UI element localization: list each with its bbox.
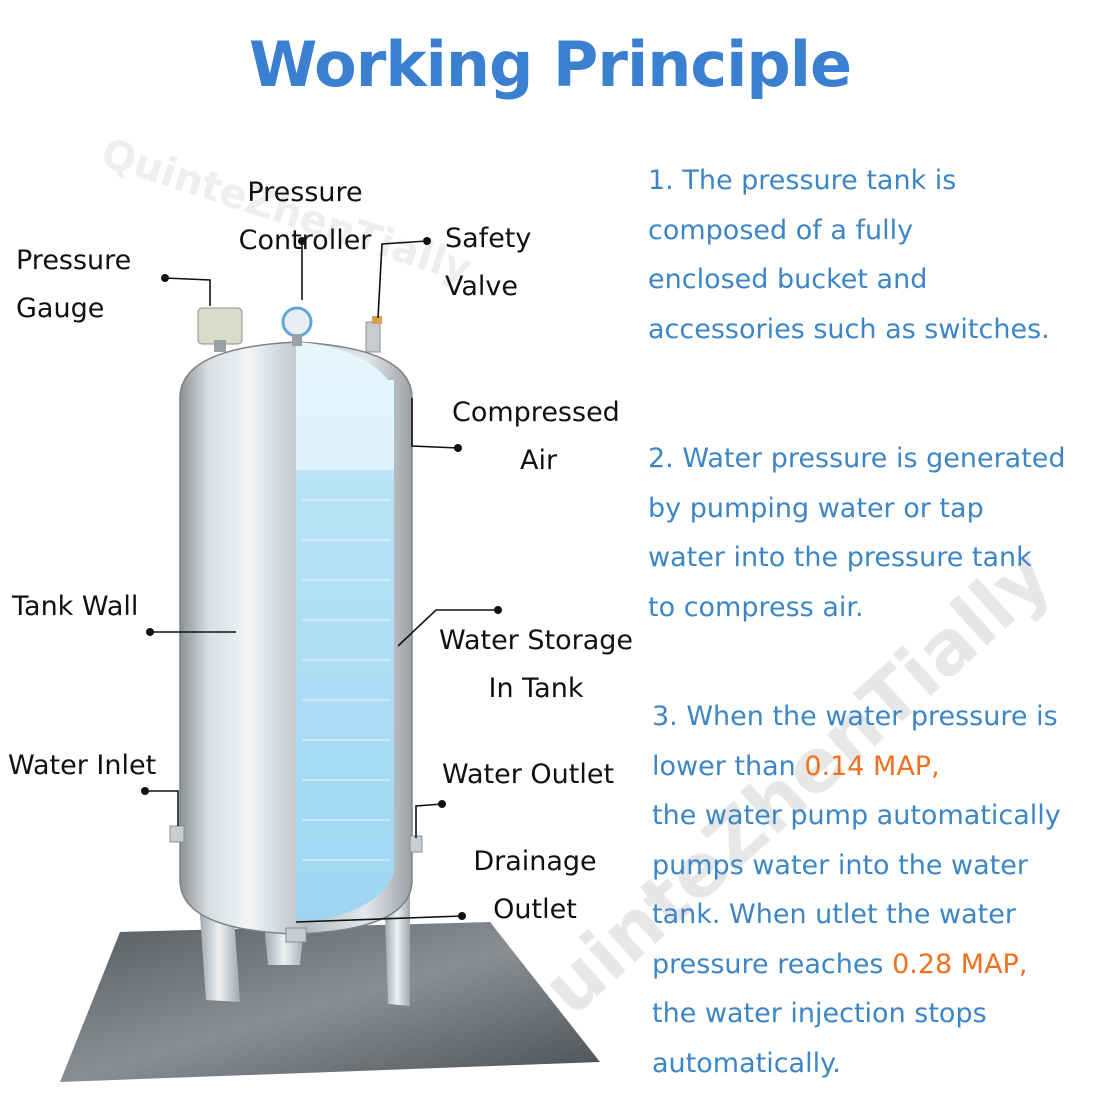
leader-dot xyxy=(298,237,306,245)
label-pressure-gauge: Pressure Gauge xyxy=(16,245,132,324)
label-water-storage: Water Storage In Tank xyxy=(438,625,634,704)
leader-water-storage xyxy=(397,609,498,647)
leader-dot xyxy=(141,787,149,795)
drainage-outlet-pipe xyxy=(285,927,307,943)
pressure-controller-icon xyxy=(281,306,313,338)
leader-water-outlet xyxy=(415,803,443,838)
pressure-controller-stem xyxy=(292,334,302,346)
leader-dot xyxy=(454,444,462,452)
base-plate xyxy=(60,922,600,1082)
description-3: 3. When the water pressure is lower than… xyxy=(652,701,1061,1079)
water-section xyxy=(296,342,394,922)
pressure-gauge-icon xyxy=(197,307,243,345)
leader-drainage-outlet xyxy=(295,915,463,923)
leader-pressure-gauge xyxy=(164,277,211,306)
label-water-outlet: Water Outlet xyxy=(442,759,615,790)
description-1: 1. The pressure tank is composed of a fu… xyxy=(648,165,1050,345)
leader-safety-valve xyxy=(377,240,428,319)
leader-dot xyxy=(146,628,154,636)
label-tank-wall: Tank Wall xyxy=(12,591,139,622)
compressed-air-region xyxy=(296,342,394,470)
water-ripples xyxy=(302,499,390,861)
description-2: 2. Water pressure is generated by pumpin… xyxy=(648,443,1066,623)
leader-dot xyxy=(161,274,169,282)
water-inlet-pipe xyxy=(169,825,185,843)
label-water-inlet: Water Inlet xyxy=(8,750,157,781)
safety-valve-cap xyxy=(372,316,382,324)
leader-dot xyxy=(494,606,502,614)
leader-dot xyxy=(438,800,446,808)
label-pressure-controller: Pressure Controller xyxy=(238,177,372,256)
page-title: Working Principle xyxy=(248,28,852,101)
leader-compressed-air xyxy=(411,398,459,449)
label-compressed-air: Compressed Air xyxy=(452,397,620,476)
leader-dot xyxy=(423,237,431,245)
leader-dot xyxy=(458,912,466,920)
label-safety-valve: Safety Valve xyxy=(445,223,532,302)
label-drainage-outlet: Drainage Outlet xyxy=(473,846,597,925)
leader-water-inlet xyxy=(145,790,179,826)
water-outlet-pipe xyxy=(409,835,423,853)
pressure-gauge-stem xyxy=(214,340,226,352)
pressure-low-value: 0.14 MAP, xyxy=(804,750,940,782)
safety-valve-icon xyxy=(365,321,381,353)
pressure-high-value: 0.28 MAP, xyxy=(892,948,1028,980)
